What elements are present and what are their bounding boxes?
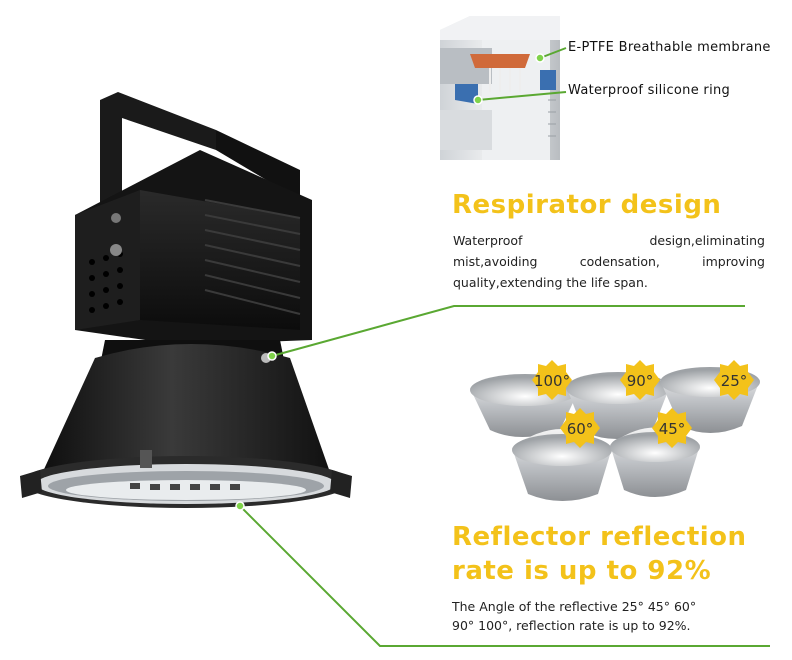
- reflector-desc-line1: The Angle of the reflective 25° 45° 60°: [452, 599, 697, 614]
- membrane-callout: E-PTFE Breathable membrane: [568, 40, 771, 55]
- respirator-description: Waterproof design,eliminating mist,avoid…: [453, 230, 765, 293]
- reflector-heading-line2: rate is up to 92%: [452, 556, 712, 586]
- cup-45: [610, 427, 700, 497]
- respirator-line-3: quality,extending the life span.: [453, 275, 648, 290]
- angle-badge-100: 100°: [534, 372, 570, 390]
- angle-badge-60: 60°: [567, 420, 594, 438]
- reflector-heading-line1: Reflector reflection: [452, 522, 747, 552]
- high-bay-lamp-icon: [20, 92, 352, 508]
- valve-cutaway-icon: [440, 16, 560, 160]
- reflector-cups-icon: [470, 367, 760, 501]
- cup-60: [512, 429, 612, 501]
- reflector-description: The Angle of the reflective 25° 45° 60° …: [452, 597, 782, 635]
- respirator-heading: Respirator design: [452, 190, 722, 220]
- silicone-ring-callout: Waterproof silicone ring: [568, 83, 731, 98]
- angle-badge-icon: 60°: [560, 408, 600, 448]
- reflector-desc-line2: 90° 100°, reflection rate is up to 92%.: [452, 618, 691, 633]
- angle-badges: 100° 90° 25° 60° 45°: [532, 360, 754, 448]
- angle-badge-25: 25°: [721, 372, 748, 390]
- angle-badge-icon: 90°: [620, 360, 660, 400]
- angle-badge-icon: 100°: [532, 360, 572, 400]
- respirator-line-1: Waterproof design,eliminating: [453, 233, 765, 248]
- angle-badge-icon: 45°: [652, 408, 692, 448]
- angle-badge-45: 45°: [659, 420, 686, 438]
- angle-badge-90: 90°: [627, 372, 654, 390]
- respirator-line-2: mist,avoiding codensation, improving: [453, 254, 765, 269]
- leader-lines: [239, 47, 770, 647]
- angle-badge-icon: 25°: [714, 360, 754, 400]
